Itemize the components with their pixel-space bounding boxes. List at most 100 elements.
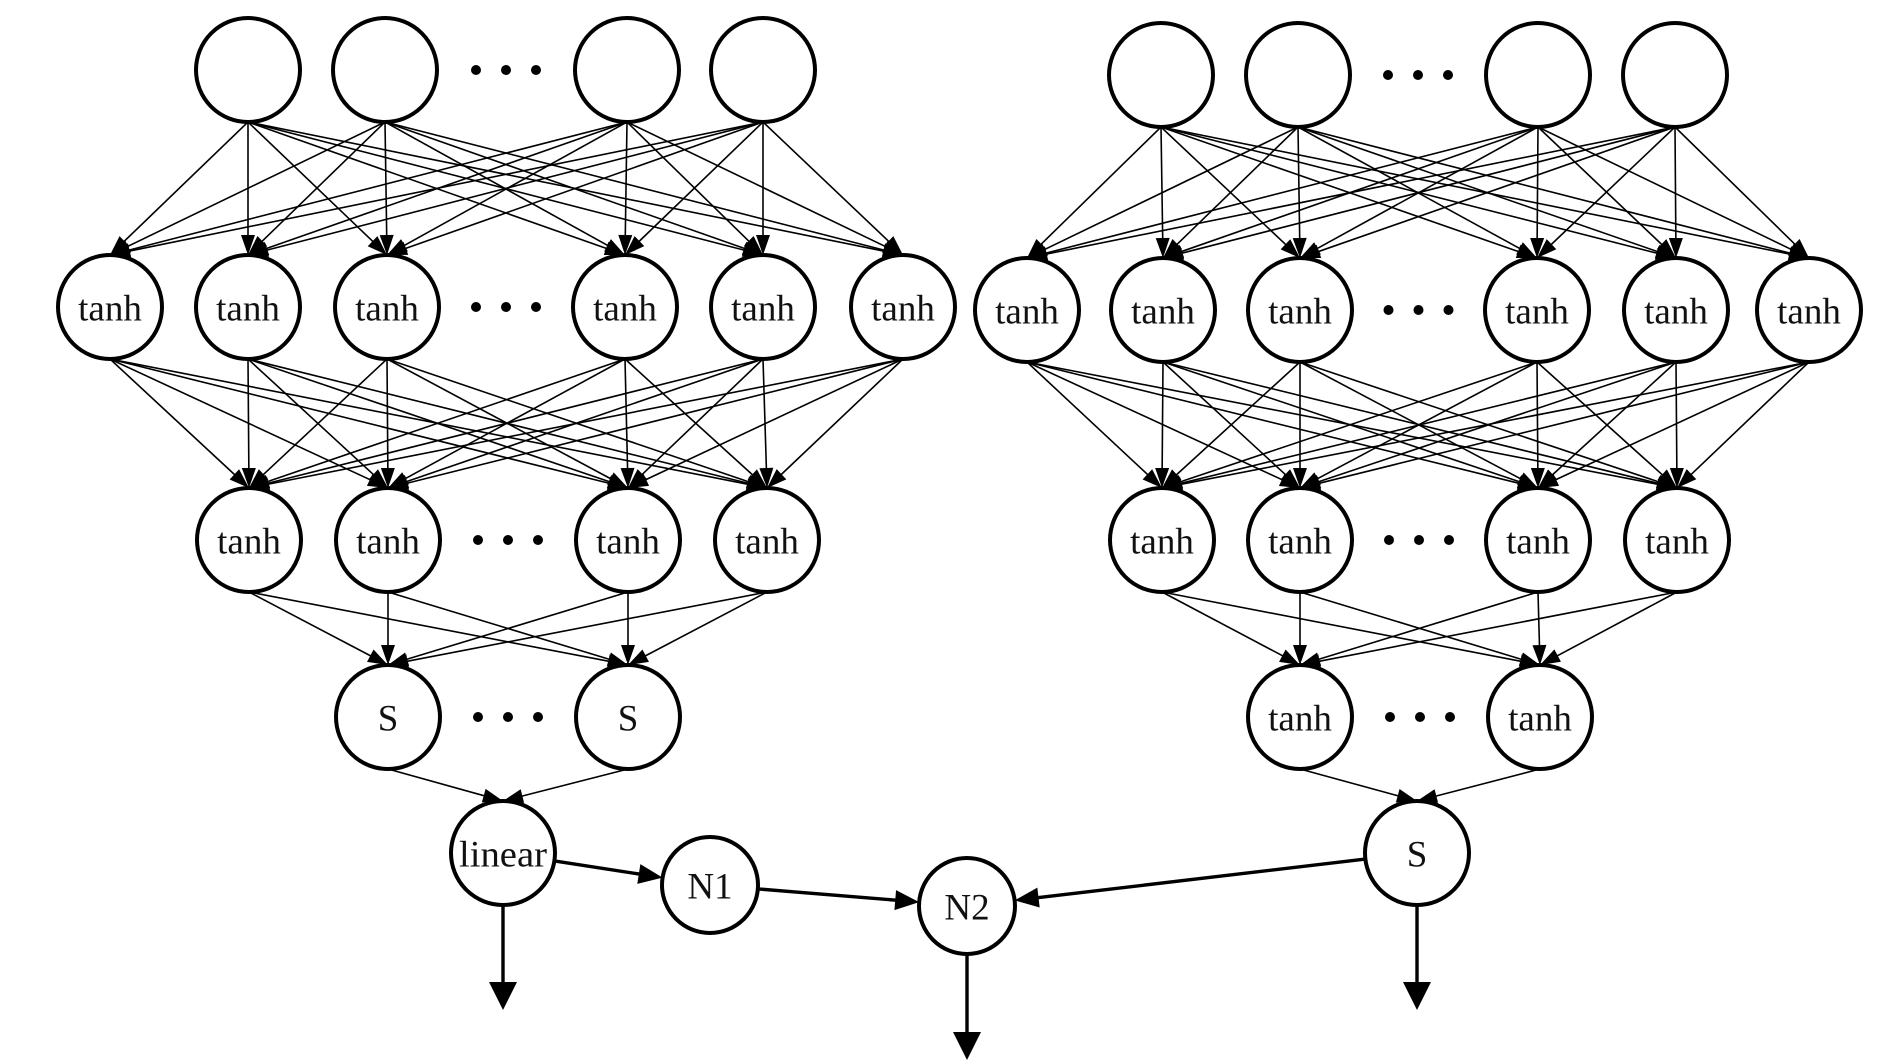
right-hidden1-node: tanh xyxy=(1622,256,1730,364)
right-edge xyxy=(1297,126,1522,251)
node-circle xyxy=(334,486,442,594)
right-hidden1-node: tanh xyxy=(1109,256,1217,364)
ellipsis-layer xyxy=(471,65,1455,722)
right-edge xyxy=(1317,361,1810,485)
left-edge xyxy=(640,358,764,477)
arrowhead xyxy=(1280,239,1300,258)
connection-edge xyxy=(554,859,642,876)
left-edge xyxy=(122,121,249,244)
output-arrowhead xyxy=(489,982,517,1010)
node-circle xyxy=(194,253,302,361)
right-hidden1-node: tanh xyxy=(1755,256,1863,364)
right-hidden1-ellipsis xyxy=(1443,305,1454,315)
left-edge xyxy=(127,121,764,253)
left-edge xyxy=(404,591,629,661)
left-hidden1-ellipsis xyxy=(471,302,481,312)
node-circle xyxy=(1107,21,1215,129)
node-circle xyxy=(1483,256,1591,364)
right-edge xyxy=(1039,126,1162,246)
right-input-node xyxy=(1484,21,1592,129)
right-hidden2-ellipsis xyxy=(1444,535,1454,545)
right-edge xyxy=(1536,361,1539,471)
left-input-ellipsis xyxy=(501,65,511,75)
arrowhead xyxy=(759,467,774,488)
left-edge xyxy=(260,121,386,244)
arrowhead xyxy=(1162,469,1182,488)
right-hidden2-ellipsis xyxy=(1414,535,1424,545)
arrowhead xyxy=(1293,468,1307,488)
left-edge xyxy=(387,768,486,797)
arrowhead xyxy=(241,235,255,255)
right-input-node xyxy=(1107,21,1215,129)
node-label: tanh xyxy=(1268,699,1332,740)
left-edge xyxy=(264,121,628,250)
node-label: N1 xyxy=(687,867,732,908)
connection-edge xyxy=(757,887,898,902)
node-circle xyxy=(660,835,760,935)
node-label: tanh xyxy=(1645,522,1709,563)
right-edge xyxy=(1160,126,1792,256)
right-input-ellipsis xyxy=(1413,70,1423,80)
arrowhead xyxy=(368,469,388,488)
arrowhead xyxy=(625,236,645,255)
left-edge xyxy=(402,121,628,247)
arrowhead xyxy=(249,469,269,488)
left-edge xyxy=(247,358,612,483)
left-edge xyxy=(265,121,764,252)
left-input-ellipsis xyxy=(531,65,541,75)
right-edge xyxy=(1161,361,1164,471)
left-edge xyxy=(109,358,373,482)
arrowhead xyxy=(387,241,409,255)
right-hidden2-node: tanh xyxy=(1246,486,1354,594)
node-label: tanh xyxy=(1505,292,1569,333)
node-label: N2 xyxy=(944,888,989,929)
left-edge xyxy=(779,358,904,477)
right-hidden2-node: tanh xyxy=(1484,486,1592,594)
node-circle xyxy=(56,253,164,361)
right-hidden1-ellipsis xyxy=(1413,305,1424,315)
node-label: linear xyxy=(459,835,547,876)
right-edge xyxy=(1316,591,1539,661)
right-edge xyxy=(1316,126,1676,253)
node-circle xyxy=(1109,256,1217,364)
arrowhead xyxy=(1537,239,1557,258)
node-circle xyxy=(574,486,682,594)
right-edge xyxy=(1179,361,1810,486)
left-edge xyxy=(403,358,626,481)
node-circle xyxy=(194,16,302,124)
arrowhead xyxy=(1677,469,1697,488)
node-circle xyxy=(449,799,557,907)
node-circle xyxy=(849,253,957,361)
arrowhead xyxy=(621,645,635,665)
output-arrowhead xyxy=(1403,982,1431,1010)
left-edge xyxy=(127,121,628,252)
left-edge xyxy=(248,591,373,658)
left-hidden2-node: tanh xyxy=(334,486,442,594)
edges-layer xyxy=(109,121,1810,1060)
left-edge xyxy=(386,358,613,481)
left-edge xyxy=(405,358,904,485)
arrowhead xyxy=(743,236,763,255)
arrowhead xyxy=(1538,473,1560,488)
right-edge xyxy=(1434,768,1541,798)
left-edge xyxy=(261,358,388,477)
arrowhead xyxy=(1669,467,1684,488)
right-edge xyxy=(1162,361,1660,485)
arrowhead xyxy=(379,234,394,255)
left-edge xyxy=(387,591,612,661)
left-input-ellipsis xyxy=(471,65,481,75)
node-circle xyxy=(574,663,682,771)
left-hidden3-ellipsis xyxy=(503,712,513,722)
node-label: tanh xyxy=(731,289,795,330)
node-circle xyxy=(1755,256,1863,364)
right-hidden2-ellipsis xyxy=(1384,535,1394,545)
node-label: tanh xyxy=(596,522,660,563)
right-edge xyxy=(1026,361,1150,477)
node-label: S xyxy=(1407,835,1428,876)
arrowhead xyxy=(1280,469,1300,488)
right-edge xyxy=(1044,126,1676,256)
right-edge xyxy=(1674,126,1797,246)
right-edge xyxy=(1537,126,1664,247)
left-hidden2-node: tanh xyxy=(574,486,682,594)
